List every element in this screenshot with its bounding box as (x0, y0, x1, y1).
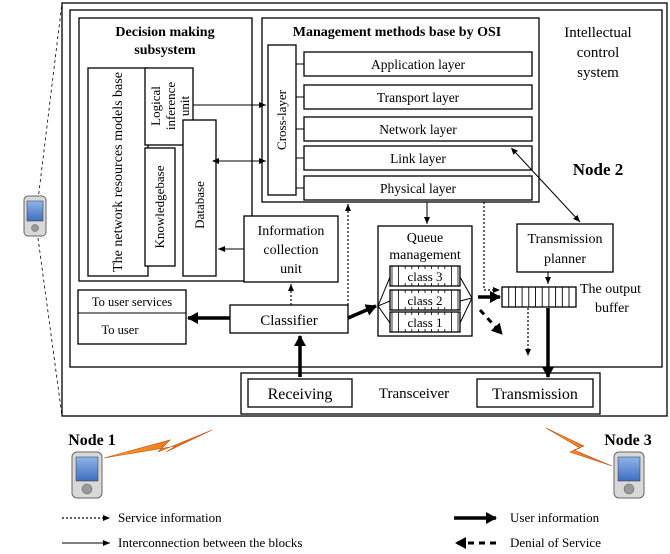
lightning-link-icon-node3 (545, 427, 613, 467)
transmission-planner (516, 223, 614, 273)
lightning-link-icon-node1 (103, 429, 213, 459)
transmission-box (476, 378, 594, 408)
database-box (182, 119, 217, 277)
decision-title-1: Decision making (115, 25, 214, 40)
database-label: Database (192, 181, 207, 229)
osi-layer-label: Network layer (379, 122, 457, 137)
queue-class-label: class 1 (407, 315, 442, 330)
info-collection-unit (243, 215, 339, 283)
osi-layer-box (303, 175, 533, 201)
system-title-2: control (577, 45, 620, 61)
management-base (261, 17, 540, 203)
models-base-label: The network resources models base (111, 72, 126, 272)
to-user-label: To user (102, 323, 140, 337)
pda-device-icon-left (23, 195, 47, 237)
output-buffer (501, 286, 577, 308)
classifier-to-queue (347, 304, 377, 320)
osi-layer-label: Link layer (390, 151, 446, 166)
info-unit-3: unit (280, 262, 302, 277)
system-title-1: Intellectual (564, 25, 631, 41)
planner-2: planner (544, 252, 586, 267)
legend-interconnection: Interconnection between the blocks (118, 535, 302, 550)
user-services-label: To user services (92, 295, 172, 309)
management-title: Management methods base by OSI (293, 25, 501, 40)
system-title-3: system (577, 65, 619, 81)
receiving-box (247, 378, 353, 408)
receiving-label: Receiving (268, 386, 333, 403)
models-base-box (87, 67, 149, 277)
logical-unit-2: inference (163, 82, 178, 131)
planner-1: Transmission (528, 232, 603, 247)
cross-layer-label: Cross-layer (274, 89, 289, 150)
transceiver-label: Transceiver (379, 386, 449, 402)
pda-device-icon-node1 (71, 451, 103, 499)
knowledgebase-label: Knowledgebase (152, 165, 167, 248)
legend-dos: Denial of Service (510, 535, 601, 550)
knowledgebase-box (144, 147, 176, 267)
cross-layer-box (267, 44, 297, 196)
link-planner (510, 147, 581, 223)
output-buffer-2: buffer (595, 301, 629, 316)
zoom-line-top (37, 2, 63, 201)
classifier (229, 304, 349, 334)
info-unit-2: collection (263, 243, 318, 258)
dos-arrow (478, 308, 504, 336)
osi-layer-label: Application layer (371, 57, 466, 72)
info-unit-1: Information (258, 224, 325, 239)
output-buffer-1: The output (580, 282, 641, 297)
classifier-label: Classifier (260, 313, 318, 329)
osi-layer-box (303, 84, 533, 110)
osi-layer-box (303, 116, 533, 142)
queue-title-2: management (389, 248, 461, 263)
legend-user-info: User information (510, 510, 600, 525)
osi-layer-box (303, 145, 533, 171)
queue-class-label: class 3 (407, 269, 442, 284)
node1-label: Node 1 (68, 432, 116, 449)
node2-label: Node 2 (573, 160, 624, 179)
transmission-label: Transmission (492, 386, 578, 403)
osi-layer-label: Transport layer (377, 90, 460, 105)
queue-title-1: Queue (407, 231, 444, 246)
node3-label: Node 3 (604, 432, 652, 449)
decision-title-2: subsystem (134, 43, 196, 58)
logical-unit-1: Logical (148, 86, 163, 126)
legend-service-info: Service information (118, 510, 222, 525)
osi-layer-label: Physical layer (380, 181, 457, 196)
zoom-line-bottom (37, 237, 63, 417)
user-services-box (77, 289, 187, 345)
svc-physical-to-buffer (483, 202, 500, 293)
pda-device-icon-node3 (613, 451, 645, 499)
logical-unit-3: unit (177, 96, 192, 117)
queue-class-label: class 2 (407, 293, 442, 308)
